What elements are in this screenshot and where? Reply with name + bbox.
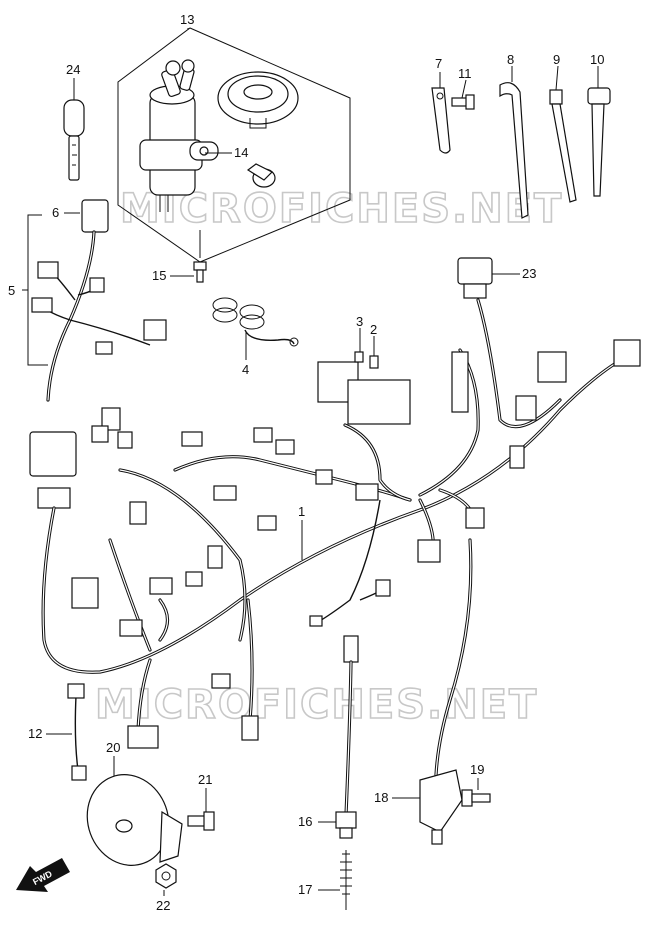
callout-12: 12 [28, 726, 42, 741]
callout-8: 8 [507, 52, 514, 67]
callout-11: 11 [458, 66, 472, 81]
callout-4: 4 [242, 362, 249, 377]
callout-6: 6 [52, 205, 59, 220]
callout-17: 17 [298, 882, 312, 897]
sub-harness-5 [31, 199, 167, 402]
fuse-box [317, 351, 411, 425]
bolt-11 [451, 94, 475, 110]
callout-22: 22 [156, 898, 170, 913]
callout-18: 18 [374, 790, 388, 805]
bolt-15 [193, 261, 207, 283]
ignition-switch-set [117, 27, 351, 263]
callout-1: 1 [298, 504, 305, 519]
key [63, 99, 85, 181]
main-wiring-harness [41, 298, 641, 749]
callout-9: 9 [553, 52, 560, 67]
callout-23: 23 [522, 266, 536, 281]
watermark-bottom: MICROFICHES.NET [95, 682, 538, 728]
leader-lines [22, 28, 599, 896]
callout-13: 13 [180, 12, 194, 27]
callout-19: 19 [470, 762, 484, 777]
callout-3: 3 [356, 314, 363, 329]
callout-16: 16 [298, 814, 312, 829]
spring-clip-4 [212, 297, 299, 347]
clamp-9 [549, 89, 577, 203]
callout-14: 14 [234, 145, 248, 160]
relay-23 [457, 257, 493, 299]
clamp-10 [587, 87, 611, 197]
callout-10: 10 [590, 52, 604, 67]
callout-20: 20 [106, 740, 120, 755]
clamp-8 [499, 82, 529, 219]
fwd-arrow-icon: FWD [16, 858, 70, 892]
callout-7: 7 [435, 56, 442, 71]
neutral-switch-lead [335, 635, 359, 910]
callout-2: 2 [370, 322, 377, 337]
callout-21: 21 [198, 772, 212, 787]
bolt-21 [187, 811, 215, 831]
nut-22 [155, 863, 177, 889]
connector-left [37, 487, 71, 509]
horn [67, 683, 183, 866]
bolt-19 [461, 789, 491, 807]
callout-15: 15 [152, 268, 166, 283]
callout-24: 24 [66, 62, 80, 77]
side-stand-switch [419, 538, 473, 845]
callout-5: 5 [8, 283, 15, 298]
control-unit [29, 431, 77, 477]
clamp-7 [431, 87, 451, 154]
